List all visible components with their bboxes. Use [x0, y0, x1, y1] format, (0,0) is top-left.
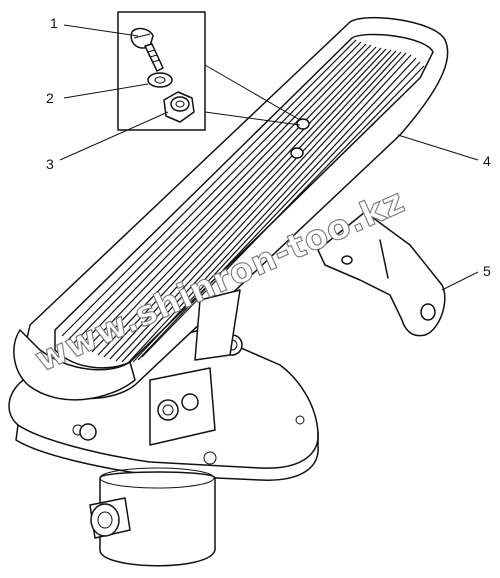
callout-5: 5 — [483, 263, 491, 279]
callout-4: 4 — [483, 153, 491, 169]
bracket — [317, 211, 446, 337]
callout-1: 1 — [50, 15, 58, 31]
screw — [130, 27, 164, 72]
nut — [163, 91, 195, 123]
callout-3: 3 — [46, 156, 54, 172]
cylinder-body — [89, 467, 216, 567]
callout-2: 2 — [46, 90, 54, 106]
callout-leaders — [59, 24, 479, 291]
projection-line-upper — [204, 64, 301, 121]
pedal — [13, 16, 449, 401]
washer — [147, 72, 173, 88]
fastener-inset — [117, 11, 206, 131]
projection-line-lower — [204, 111, 301, 126]
pedal-ribs — [61, 39, 425, 364]
